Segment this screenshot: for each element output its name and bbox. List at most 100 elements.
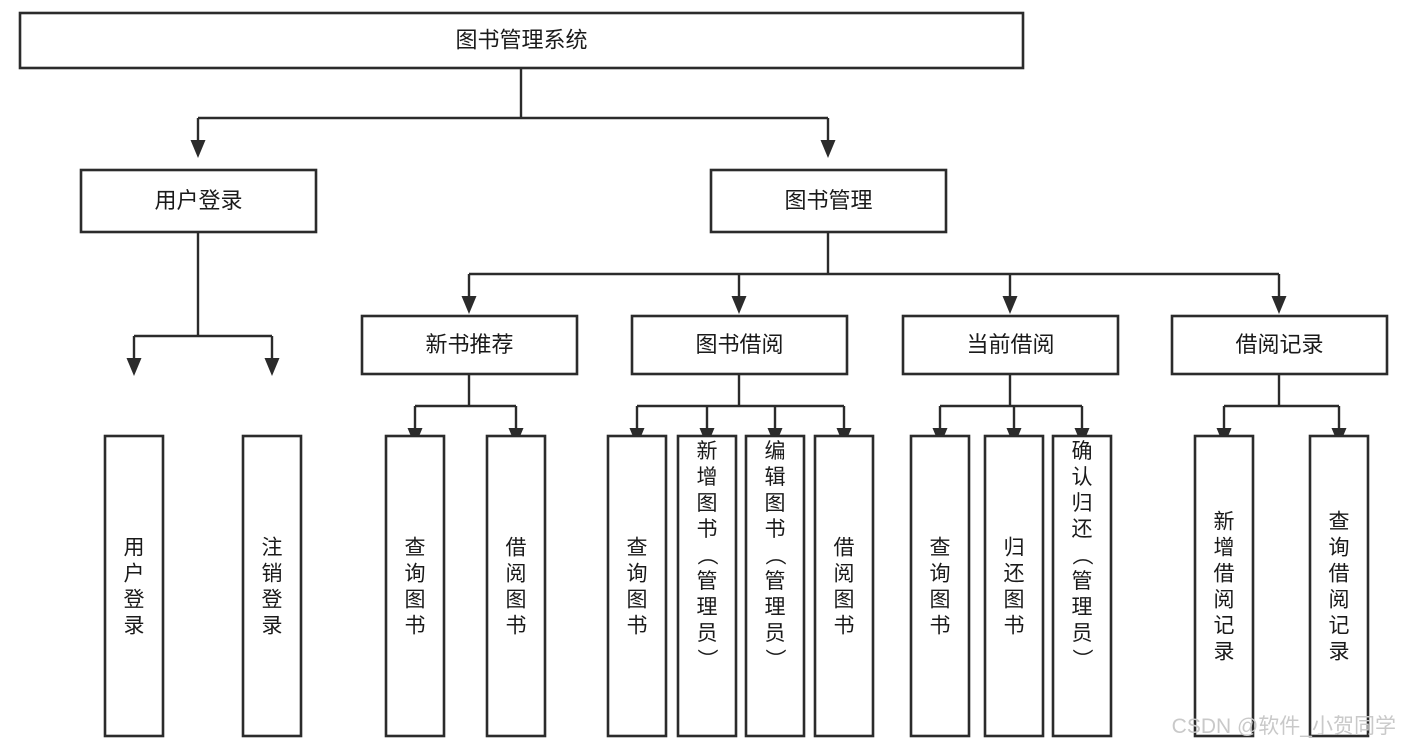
node-label-char: 书: [405, 614, 426, 637]
node-label-char: 书: [627, 614, 648, 637]
node-label-char: 借: [1214, 562, 1235, 585]
node-label-char: 询: [627, 562, 648, 585]
node-label-char: 书: [697, 518, 718, 541]
node-label-char: 图: [1004, 588, 1025, 611]
node-box-book-borrow[interactable]: [630, 314, 849, 376]
node-box-book-manage[interactable]: [709, 168, 948, 234]
node-label-char: 书: [834, 614, 855, 637]
node-box-leaf-logout[interactable]: [241, 434, 303, 738]
csdn-watermark: CSDN @软件_小贺同学: [1172, 715, 1396, 738]
node-label-char: 登: [262, 588, 283, 611]
node-box-leaf-add-book-admin[interactable]: [676, 434, 738, 738]
node-label-char: 还: [1004, 562, 1025, 585]
connector-layer: [126, 68, 1347, 446]
node-label-char: （: [695, 545, 718, 566]
node-label-char: 增: [697, 466, 718, 489]
node-label-char: 辑: [765, 466, 786, 489]
node-box-user-login[interactable]: [79, 168, 318, 234]
node-user-login[interactable]: 用户登录: [79, 168, 318, 234]
node-leaf-user-login[interactable]: 用户登录: [103, 434, 165, 738]
node-box-leaf-edit-book-admin[interactable]: [744, 434, 806, 738]
node-box-current-borrow[interactable]: [901, 314, 1120, 376]
connector-root_to_level2: [190, 68, 836, 158]
node-label-char: 录: [1329, 640, 1350, 663]
node-borrow-record[interactable]: 借阅记录: [1170, 314, 1389, 376]
node-label-char: 借: [506, 536, 527, 559]
node-label-char: 员: [1072, 622, 1093, 645]
node-label-char: 书: [930, 614, 951, 637]
arrow-head-icon: [461, 296, 477, 314]
node-box-leaf-user-login[interactable]: [103, 434, 165, 738]
node-label-current-borrow: 当前借阅: [966, 332, 1054, 357]
node-label-char: 新: [1214, 510, 1235, 533]
node-label-char: 阅: [1214, 588, 1235, 611]
node-label-char: 查: [405, 536, 426, 559]
node-box-leaf-add-borrow-record[interactable]: [1193, 434, 1255, 738]
node-label-char: 询: [930, 562, 951, 585]
node-box-leaf-borrow-book[interactable]: [813, 434, 875, 738]
node-label-char: 归: [1004, 536, 1025, 559]
node-label-char: 查: [930, 536, 951, 559]
node-label-char: 管: [697, 570, 718, 593]
node-label-char: 录: [262, 614, 283, 637]
node-box-leaf-query-book-current[interactable]: [909, 434, 971, 738]
node-current-borrow[interactable]: 当前借阅: [901, 314, 1120, 376]
node-label-char: 查: [1329, 510, 1350, 533]
node-label-char: 销: [262, 562, 283, 585]
node-label-char: 阅: [834, 562, 855, 585]
node-book-manage[interactable]: 图书管理: [709, 168, 948, 234]
node-label-char: 借: [1329, 562, 1350, 585]
node-label-char: 图: [405, 588, 426, 611]
node-label-char: 员: [697, 622, 718, 645]
node-book-borrow[interactable]: 图书借阅: [630, 314, 849, 376]
arrow-head-icon: [264, 358, 280, 376]
node-label-char: 记: [1329, 614, 1350, 637]
node-new-book-recommend[interactable]: 新书推荐: [360, 314, 579, 376]
node-label-char: 新: [697, 440, 718, 463]
arrow-head-icon: [1002, 296, 1018, 314]
node-label-char: 理: [697, 596, 718, 619]
node-box-new-book-recommend[interactable]: [360, 314, 579, 376]
node-root[interactable]: 图书管理系统: [18, 11, 1025, 70]
node-label-char: （: [763, 545, 786, 566]
node-box-leaf-return-book[interactable]: [983, 434, 1045, 738]
node-label-char: 图: [697, 492, 718, 515]
node-label-char: 图: [627, 588, 648, 611]
node-box-leaf-query-borrow-record[interactable]: [1308, 434, 1370, 738]
node-label-char: 查: [627, 536, 648, 559]
arrow-head-icon: [731, 296, 747, 314]
node-box-leaf-borrow-book-rec[interactable]: [485, 434, 547, 738]
node-label-char: ）: [763, 649, 786, 670]
node-label-char: 理: [765, 596, 786, 619]
node-box-leaf-query-book-borrow[interactable]: [606, 434, 668, 738]
node-label-char: 还: [1072, 518, 1093, 541]
node-label-char: （: [1070, 545, 1093, 566]
node-box-leaf-query-book-rec[interactable]: [384, 434, 446, 738]
arrow-head-icon: [126, 358, 142, 376]
node-label-char: 确: [1072, 440, 1093, 463]
node-label-char: 认: [1072, 466, 1093, 489]
arrow-head-icon: [190, 140, 206, 158]
node-box-leaf-confirm-return-admin[interactable]: [1051, 434, 1113, 738]
node-label-char: 管: [765, 570, 786, 593]
node-label-char: 录: [124, 614, 145, 637]
node-label-char: 用: [124, 536, 145, 559]
node-label-char: 记: [1214, 614, 1235, 637]
node-box-root[interactable]: [18, 11, 1025, 70]
node-label-char: 图: [506, 588, 527, 611]
node-label-char: 书: [765, 518, 786, 541]
node-box-borrow-record[interactable]: [1170, 314, 1389, 376]
